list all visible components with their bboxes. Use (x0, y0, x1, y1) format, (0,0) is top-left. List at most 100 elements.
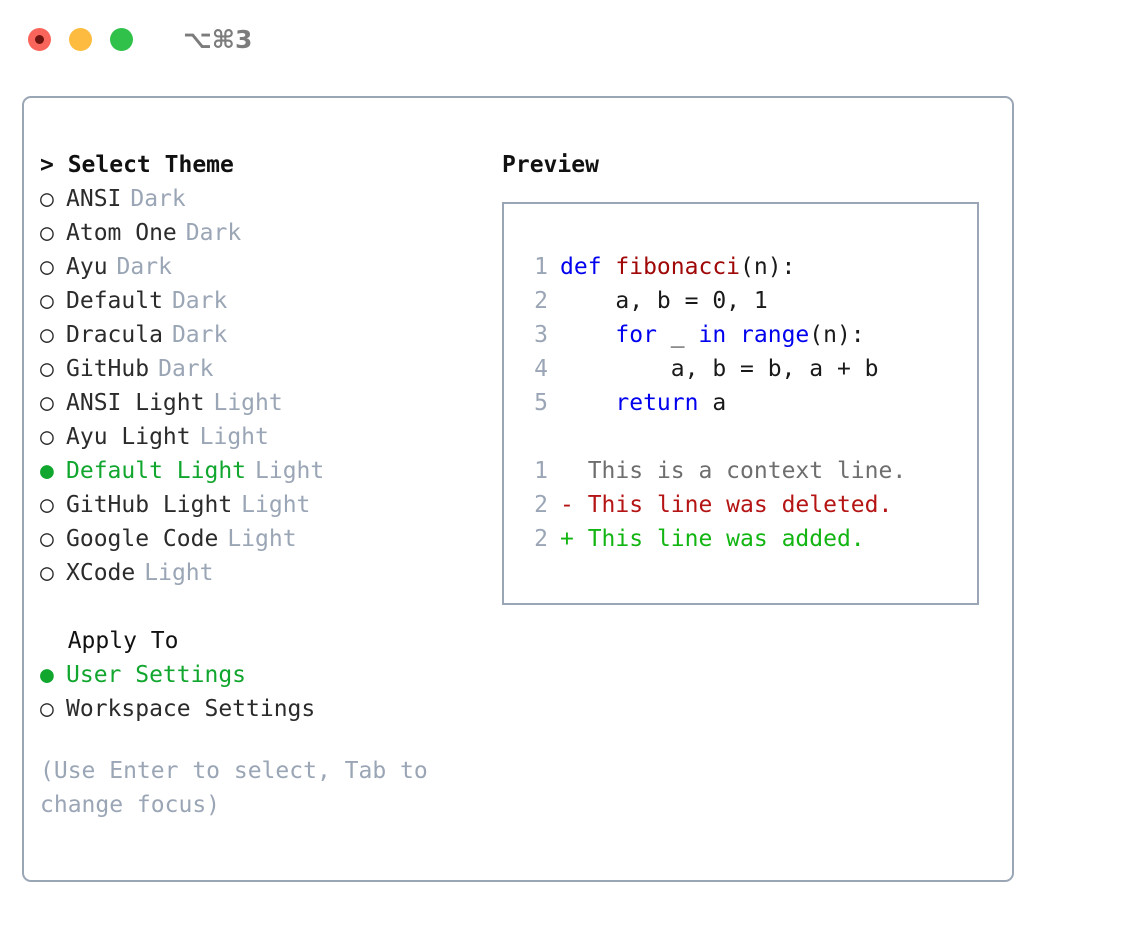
diff-text: This line was deleted. (587, 492, 893, 518)
diff-text: This line was added. (587, 526, 865, 552)
theme-variant-tag: Dark (158, 356, 214, 382)
theme-variant-tag: Light (213, 390, 283, 416)
theme-option-label: Atom One (66, 220, 177, 246)
theme-option-label: Dracula (66, 322, 163, 348)
token-plain: a (698, 390, 727, 416)
line-number: 1 (534, 254, 548, 280)
token-plain: (n): (740, 254, 796, 280)
code-line: 5 return a (518, 386, 977, 420)
line-number: 2 (534, 492, 548, 518)
theme-option-label: Google Code (66, 526, 219, 552)
token-plain (560, 322, 615, 348)
theme-variant-tag: Dark (185, 220, 242, 246)
radio-icon: ○ (40, 526, 54, 552)
radio-icon: ○ (40, 356, 54, 382)
theme-option-label: GitHub (66, 356, 150, 382)
radio-icon: ○ (40, 560, 54, 586)
section-gap (40, 590, 500, 624)
theme-option-dracula-dark[interactable]: ○ Dracula Dark (40, 318, 500, 352)
theme-option-label: ANSI (66, 186, 122, 212)
theme-variant-tag: Light (255, 458, 325, 484)
code-sample: 1 def fibonacci(n): 2 a, b = 0, 1 3 for … (518, 250, 977, 420)
theme-option-label: Default (66, 288, 163, 314)
preview-box: 1 def fibonacci(n): 2 a, b = 0, 1 3 for … (502, 202, 979, 605)
apply-option-workspace-settings[interactable]: ○ Workspace Settings (40, 692, 500, 726)
radio-icon-selected: ● (40, 458, 54, 484)
theme-option-default-light[interactable]: ● Default Light Light (40, 454, 500, 488)
theme-option-ayu-light[interactable]: ○ Ayu Light Light (40, 420, 500, 454)
radio-icon: ○ (40, 424, 54, 450)
theme-option-label: ANSI Light (66, 390, 205, 416)
line-number: 2 (534, 526, 548, 552)
keyboard-hint-text: (Use Enter to select, Tab to change focu… (40, 758, 442, 818)
token-keyword: def (560, 254, 616, 280)
theme-variant-tag: Light (144, 560, 214, 586)
theme-option-label: XCode (66, 560, 136, 586)
radio-icon: ○ (40, 220, 54, 246)
apply-option-label: Workspace Settings (66, 696, 316, 722)
diff-marker: - (560, 492, 588, 518)
radio-icon-selected: ● (40, 662, 54, 688)
maximize-window-icon[interactable] (110, 27, 133, 51)
diff-sample: 1 This is a context line. 2 - This line … (518, 454, 977, 556)
theme-option-ansi-dark[interactable]: ○ ANSI Dark (40, 182, 500, 216)
keyboard-shortcut-label: ⌥⌘3 (183, 24, 253, 54)
diff-marker: + (560, 526, 588, 552)
title-bar: ⌥⌘3 (0, 0, 1140, 78)
hint-gap (40, 726, 500, 754)
theme-option-ansi-light[interactable]: ○ ANSI Light Light (40, 386, 500, 420)
radio-icon: ○ (40, 322, 54, 348)
theme-variant-tag: Light (227, 526, 297, 552)
line-number: 3 (534, 322, 548, 348)
close-window-icon[interactable] (28, 27, 51, 51)
theme-option-xcode[interactable]: ○ XCode Light (40, 556, 500, 590)
panel-columns: > Select Theme ○ ANSI Dark ○ Atom One Da… (24, 98, 1012, 880)
diff-line-added: 2 + This line was added. (518, 522, 977, 556)
code-line: 1 def fibonacci(n): (518, 250, 977, 284)
token-keyword: for (615, 322, 657, 348)
code-line: 3 for _ in range(n): (518, 318, 977, 352)
theme-selector-column: > Select Theme ○ ANSI Dark ○ Atom One Da… (40, 148, 500, 822)
theme-option-label: Ayu (66, 254, 108, 280)
line-number: 1 (534, 458, 548, 484)
theme-option-github-light[interactable]: ○ GitHub Light Light (40, 488, 500, 522)
code-content: a, b = 0, 1 (560, 284, 768, 318)
token-plain (560, 390, 615, 416)
apply-option-user-settings[interactable]: ● User Settings (40, 658, 500, 692)
code-content: return a (560, 386, 726, 420)
token-plain: (n): (809, 322, 865, 348)
token-keyword: return (615, 390, 699, 416)
code-content: for _ in range(n): (560, 318, 865, 352)
theme-option-atom-one-dark[interactable]: ○ Atom One Dark (40, 216, 500, 250)
apply-to-option-list: ● User Settings ○ Workspace Settings (40, 658, 500, 726)
token-plain: _ (656, 322, 699, 348)
code-content: a, b = b, a + b (560, 352, 879, 386)
theme-option-label: GitHub Light (66, 492, 233, 518)
line-number: 5 (534, 390, 548, 416)
token-plain: a, b = b, a + b (560, 356, 879, 382)
theme-option-github-dark[interactable]: ○ GitHub Dark (40, 352, 500, 386)
theme-option-label: Default Light (66, 458, 247, 484)
radio-icon: ○ (40, 696, 54, 722)
code-line: 4 a, b = b, a + b (518, 352, 977, 386)
theme-variant-tag: Dark (171, 322, 228, 348)
diff-line-deleted: 2 - This line was deleted. (518, 488, 977, 522)
theme-option-ayu-dark[interactable]: ○ Ayu Dark (40, 250, 500, 284)
radio-icon: ○ (40, 186, 54, 212)
theme-option-default-dark[interactable]: ○ Default Dark (40, 284, 500, 318)
diff-marker (560, 454, 588, 488)
preview-column: Preview 1 def fibonacci(n): 2 a, b = 0, … (502, 148, 1002, 605)
theme-variant-tag: Dark (130, 186, 186, 212)
radio-icon: ○ (40, 390, 54, 416)
theme-variant-tag: Light (241, 492, 311, 518)
theme-option-google-code[interactable]: ○ Google Code Light (40, 522, 500, 556)
apply-to-heading: Apply To (40, 628, 179, 654)
token-plain: a, b = 0, 1 (560, 288, 768, 314)
diff-line-context: 1 This is a context line. (518, 454, 977, 488)
line-number: 2 (534, 288, 548, 314)
diff-text: This is a context line. (587, 458, 907, 484)
minimize-window-icon[interactable] (69, 27, 92, 51)
token-keyword: in range (698, 322, 810, 348)
theme-option-list: ○ ANSI Dark ○ Atom One Dark ○ Ayu Dark (40, 182, 500, 590)
